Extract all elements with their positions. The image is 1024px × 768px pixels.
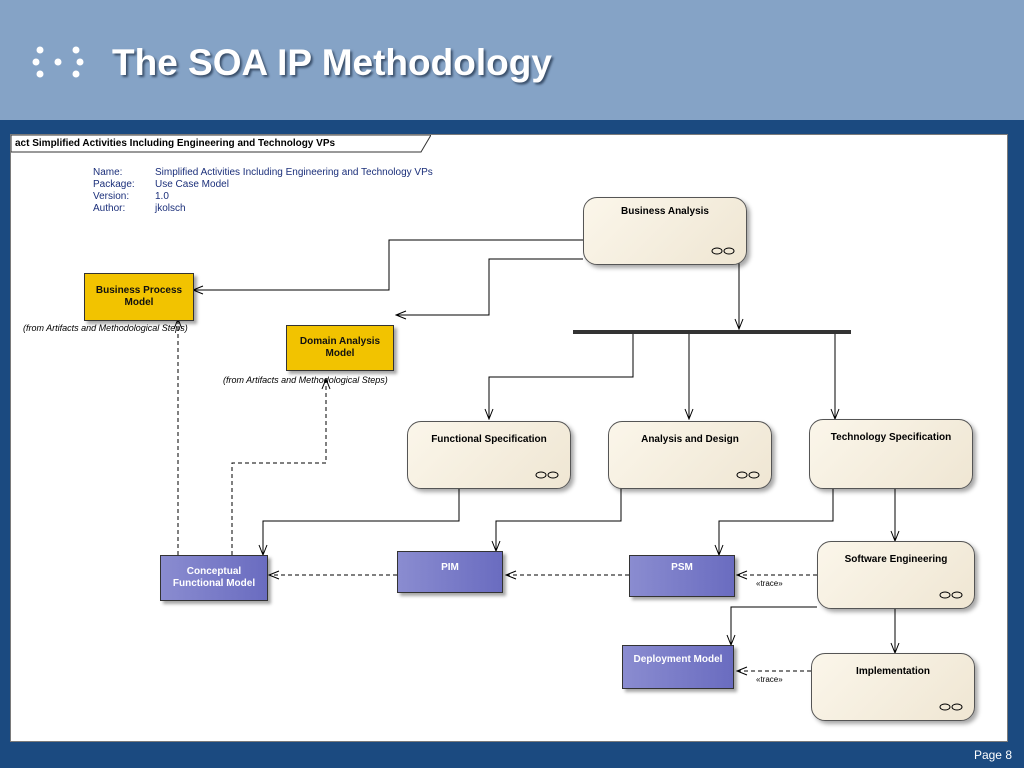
rake-icon xyxy=(939,703,963,711)
activity-technology-specification[interactable]: Technology Specification xyxy=(809,419,973,489)
fork-bar xyxy=(573,330,851,334)
artifact-label: PSM xyxy=(671,562,693,573)
artifact-label: PIM xyxy=(441,562,459,573)
meta-key: Name: xyxy=(93,167,123,178)
artifact-source-note: (from Artifacts and Methodological Steps… xyxy=(23,323,188,333)
activity-label: Business Analysis xyxy=(620,206,709,217)
meta-value: jkolsch xyxy=(155,203,186,214)
diagram-connectors xyxy=(11,239,1007,741)
activity-implementation[interactable]: Implementation xyxy=(811,653,975,721)
flow-ad-to-pim xyxy=(496,487,622,551)
activity-label: Functional Specification xyxy=(431,434,547,445)
trace-label: «trace» xyxy=(756,579,783,588)
meta-key: Version: xyxy=(93,191,130,202)
activity-label: Software Engineering xyxy=(844,554,948,565)
activity-analysis-and-design[interactable]: Analysis and Design xyxy=(608,421,772,489)
uml-activity-diagram: act Simplified Activities Including Engi… xyxy=(10,134,1008,742)
artifact-pim[interactable]: PIM xyxy=(397,551,503,593)
artifact-deployment-model[interactable]: Deployment Model xyxy=(622,645,734,689)
flow-fork-to-fs xyxy=(489,333,634,419)
rake-icon xyxy=(736,471,760,479)
meta-value: Simplified Activities Including Engineer… xyxy=(155,167,433,178)
page-number: Page 8 xyxy=(973,748,1012,762)
trace-label: «trace» xyxy=(756,675,783,684)
dep-cfm-to-dam xyxy=(231,379,326,555)
artifact-label: Deployment Model xyxy=(633,654,723,665)
artifact-conceptual-functional-model[interactable]: Conceptual Functional Model xyxy=(160,555,268,601)
artifact-label: Conceptual Functional Model xyxy=(172,566,256,589)
meta-key: Package: xyxy=(93,179,135,190)
artifact-domain-analysis-model[interactable]: Domain Analysis Model xyxy=(286,325,394,371)
meta-value: Use Case Model xyxy=(155,179,229,190)
activity-software-engineering[interactable]: Software Engineering xyxy=(817,541,975,609)
meta-key: Author: xyxy=(93,203,126,214)
bullet-dots-icon xyxy=(32,46,84,78)
activity-label: Implementation xyxy=(856,666,930,677)
activity-label: Analysis and Design xyxy=(641,434,739,445)
rake-icon xyxy=(535,471,559,479)
slide-title: The SOA IP Methodology xyxy=(112,42,552,83)
artifact-psm[interactable]: PSM xyxy=(629,555,735,597)
flow-fs-to-cfm xyxy=(263,487,460,555)
meta-value: 1.0 xyxy=(155,191,169,202)
activity-functional-specification[interactable]: Functional Specification xyxy=(407,421,571,489)
flow-ts-to-psm xyxy=(719,487,834,555)
slide-header: The SOA IP Methodology xyxy=(0,0,1024,120)
diagram-metadata: Name: Simplified Activities Including Eng… xyxy=(93,167,433,215)
flow-se-to-dm xyxy=(731,606,817,645)
flow-ba-to-bpm xyxy=(193,239,583,290)
rake-icon xyxy=(939,591,963,599)
artifact-business-process-model[interactable]: Business Process Model xyxy=(84,273,194,321)
flow-ba-to-dam xyxy=(396,258,583,315)
activity-label: Technology Specification xyxy=(830,432,952,443)
artifact-label: Business Process Model xyxy=(95,285,183,308)
diagram-frame-label: act Simplified Activities Including Engi… xyxy=(15,138,336,149)
rake-icon xyxy=(711,247,735,255)
artifact-source-note: (from Artifacts and Methodological Steps… xyxy=(223,375,388,385)
activity-business-analysis[interactable]: Business Analysis xyxy=(583,197,747,265)
artifact-label: Domain Analysis Model xyxy=(299,336,381,359)
